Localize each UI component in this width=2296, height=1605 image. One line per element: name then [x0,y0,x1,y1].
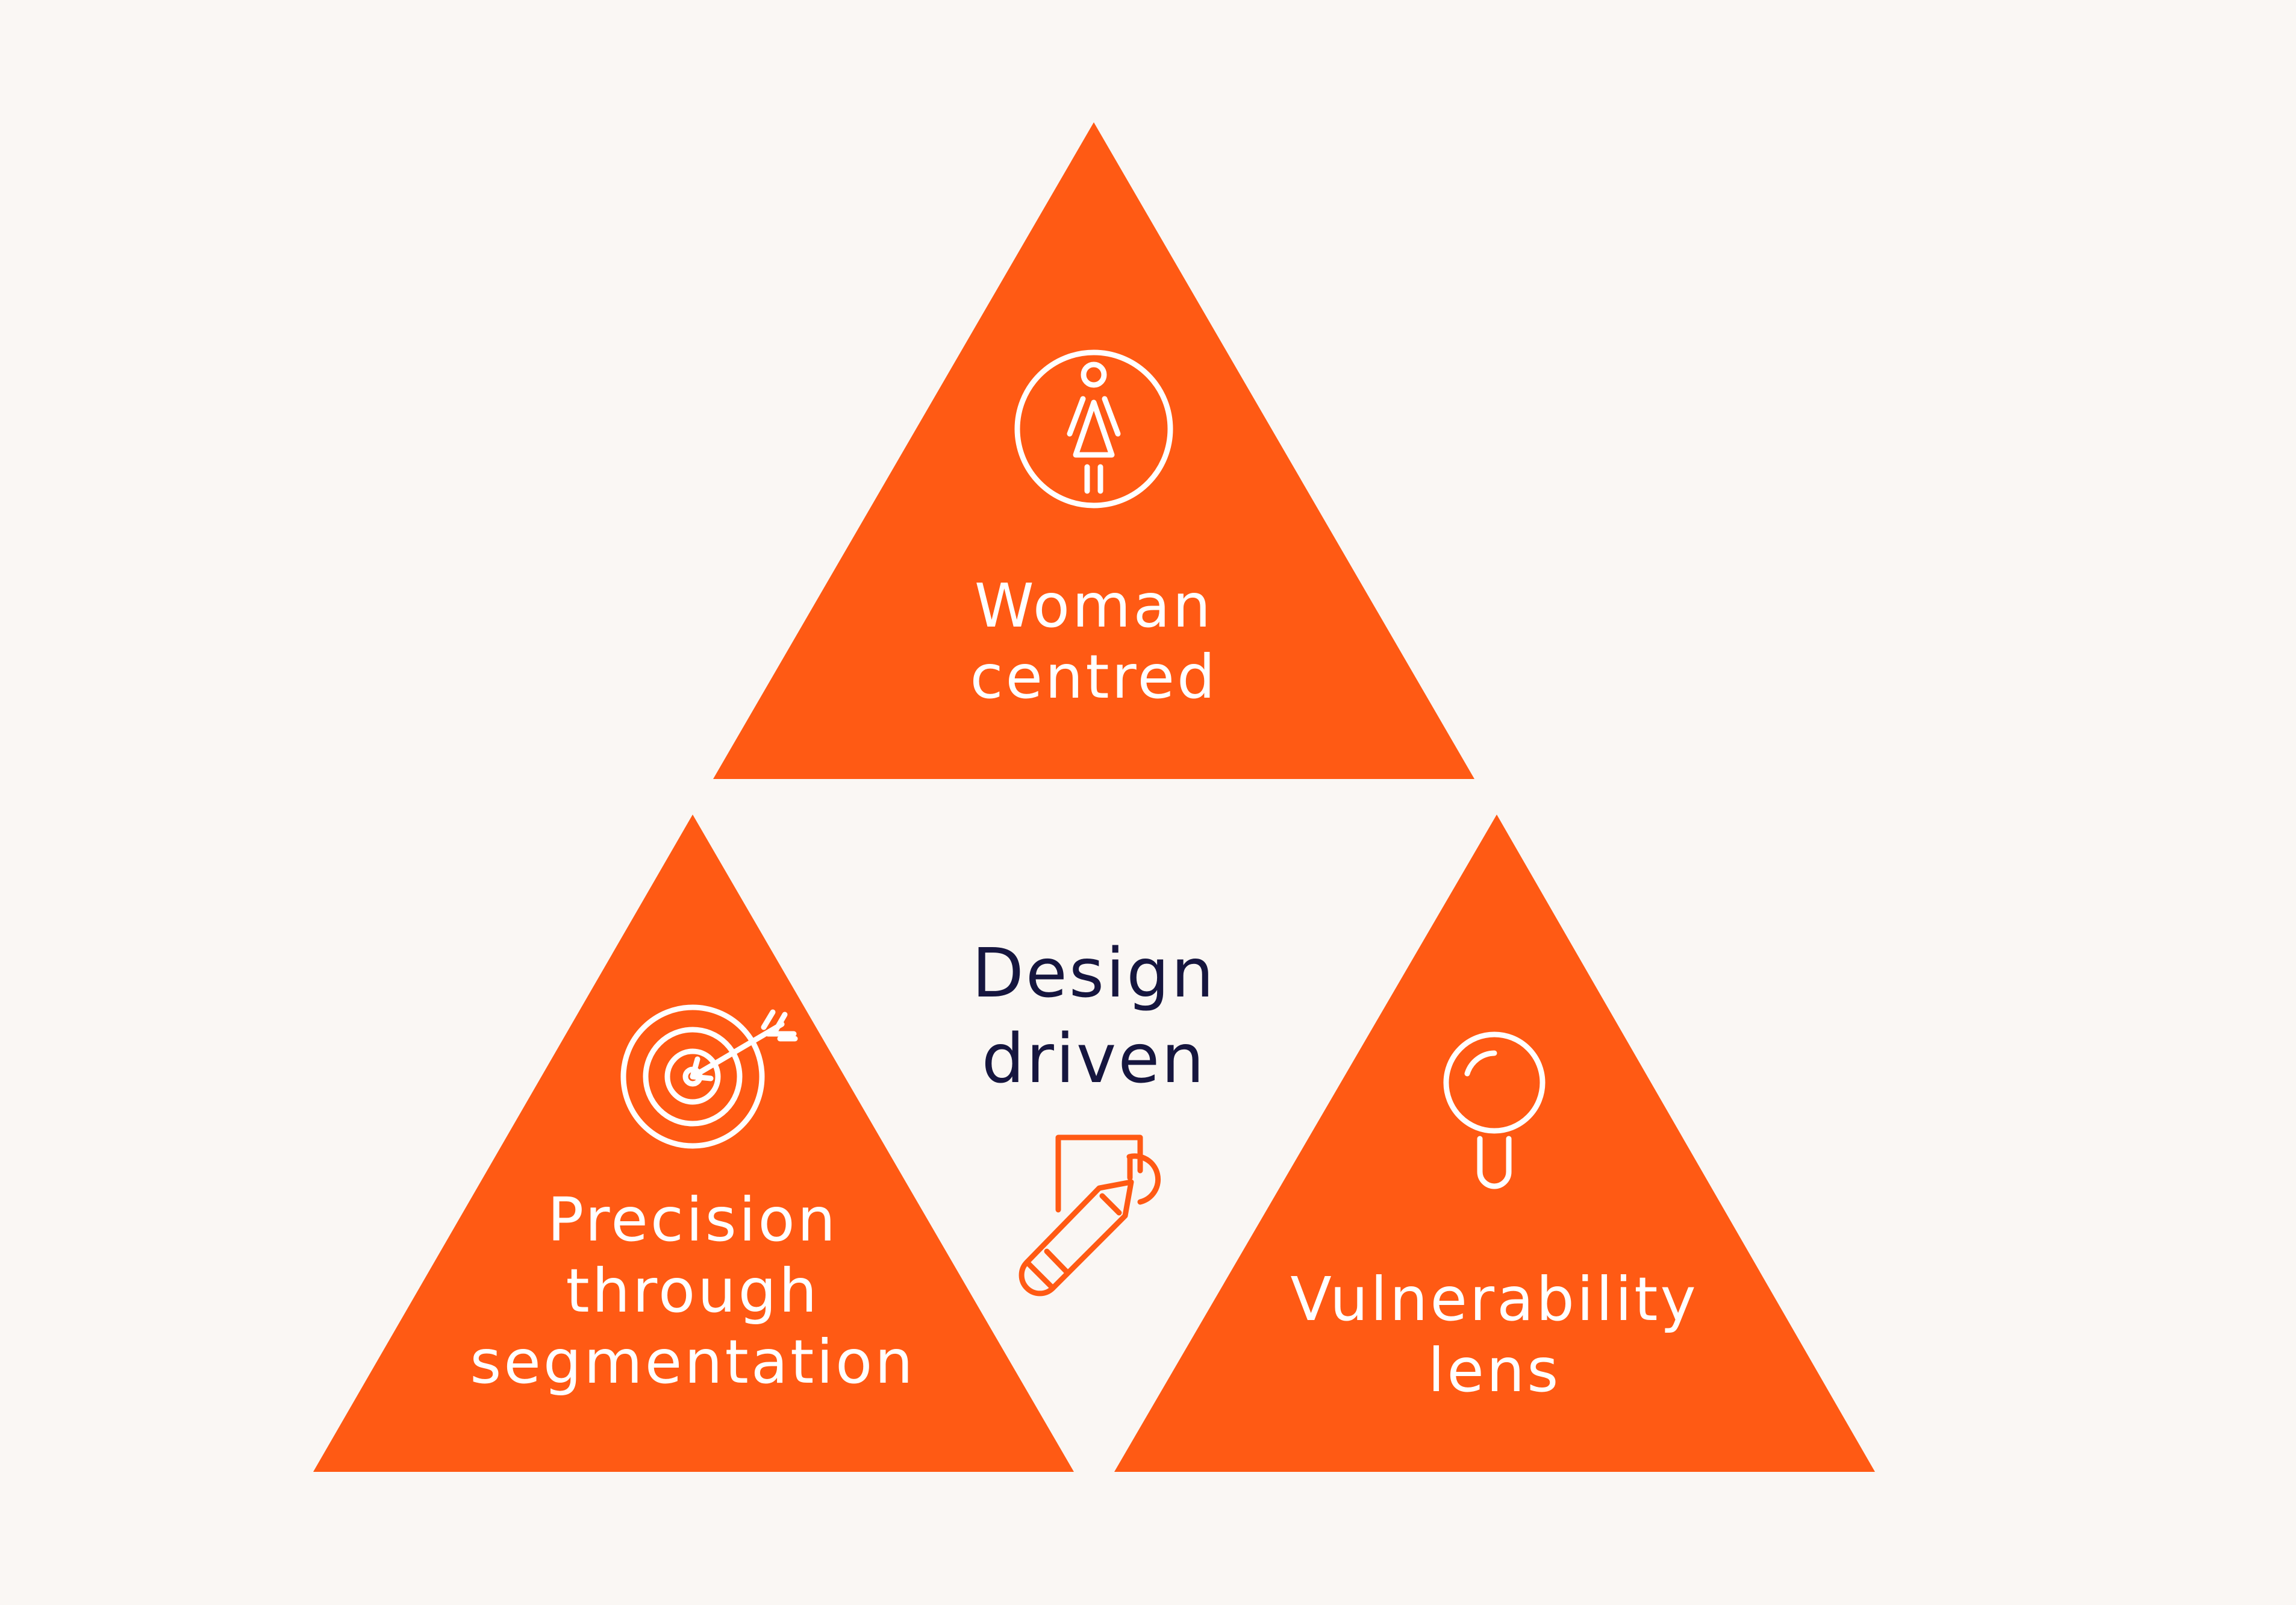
top-triangle-label: Woman centred [913,571,1274,713]
bottom-left-label-line-3: segmentation [470,1327,916,1397]
top-label-line-2: centred [970,642,1218,712]
magnifying-glass-icon [1443,1031,1546,1189]
target-with-arrow-icon [620,1004,798,1149]
bottom-right-label-line-2: lens [1427,1335,1561,1406]
center-label-line-1: Design [972,934,1216,1013]
pencil-design-icon [1019,1134,1161,1297]
center-label: Design driven [913,931,1274,1102]
bottom-right-triangle-label: Vulnerability lens [1223,1264,1765,1406]
center-label-line-2: driven [981,1020,1206,1098]
bottom-left-label-line-2: through [566,1256,820,1326]
bottom-right-triangle [1114,815,1875,1472]
top-triangle [713,122,1474,779]
bottom-right-label-line-1: Vulnerability [1290,1264,1699,1334]
top-label-line-1: Woman [974,571,1214,641]
woman-in-circle-icon [1014,349,1173,508]
bottom-left-triangle-label: Precision through segmentation [422,1184,964,1398]
bottom-left-label-line-1: Precision [547,1184,838,1255]
